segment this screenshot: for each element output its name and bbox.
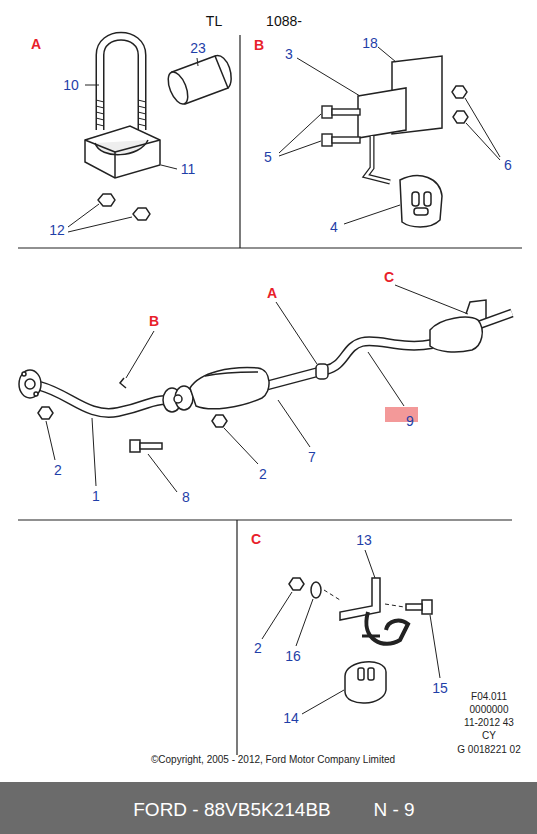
nut	[452, 86, 468, 123]
callout-number: 23	[190, 41, 206, 55]
callout-number: 11	[181, 162, 196, 176]
drawing-code: 11-2012 43	[464, 718, 514, 728]
hanger-bracket	[289, 578, 432, 703]
callout-number: 7	[308, 450, 316, 464]
callout-number: 3	[285, 47, 293, 61]
callout-number: 13	[356, 533, 372, 547]
part-number: FORD - 88VB5K214BB	[133, 800, 330, 819]
callout-number: 2	[54, 463, 62, 477]
view-letter: B	[254, 38, 264, 52]
callout-number: 5	[264, 150, 272, 164]
bolt	[322, 106, 360, 146]
callout-number: 1	[92, 489, 100, 503]
drawing-code: F04.011	[471, 692, 507, 702]
view-letter: A	[31, 37, 41, 51]
callout-number: 6	[504, 158, 512, 172]
callout-number: 9	[406, 414, 414, 428]
footer-bar	[0, 782, 537, 834]
callout-number: 2	[259, 467, 267, 481]
leader-line	[46, 47, 500, 714]
item-reference: N - 9	[373, 800, 414, 819]
callout-number: 4	[330, 220, 338, 234]
sheet-code: TL	[206, 14, 222, 28]
u-bolt	[96, 36, 146, 130]
pipe-sleeve	[164, 56, 231, 107]
view-letter: C	[251, 532, 261, 546]
view-letter: B	[149, 314, 159, 328]
callout-number: 12	[49, 223, 65, 237]
callout-number: 16	[285, 649, 301, 663]
exhaust-parts	[19, 300, 486, 452]
drawing-code: G 0018221 02	[457, 745, 520, 755]
callout-number: 14	[283, 711, 299, 725]
drawing-code: CY	[482, 731, 496, 741]
callout-number: 8	[182, 490, 190, 504]
view-letter: A	[267, 286, 277, 300]
callout-number: 15	[432, 681, 448, 695]
copyright-note: ©Copyright, 2005 - 2012, Ford Motor Comp…	[151, 755, 395, 765]
callout-number: 2	[254, 641, 262, 655]
sheet-number: 1088-	[266, 14, 302, 28]
nut	[98, 194, 150, 220]
exhaust-pipe	[40, 313, 512, 413]
clamp-saddle	[85, 126, 160, 178]
view-letter: C	[384, 270, 394, 284]
callout-number: 10	[63, 78, 79, 92]
callout-number: 18	[362, 36, 378, 50]
hanger-bracket	[358, 56, 442, 227]
drawing-code: 0000000	[470, 705, 509, 715]
